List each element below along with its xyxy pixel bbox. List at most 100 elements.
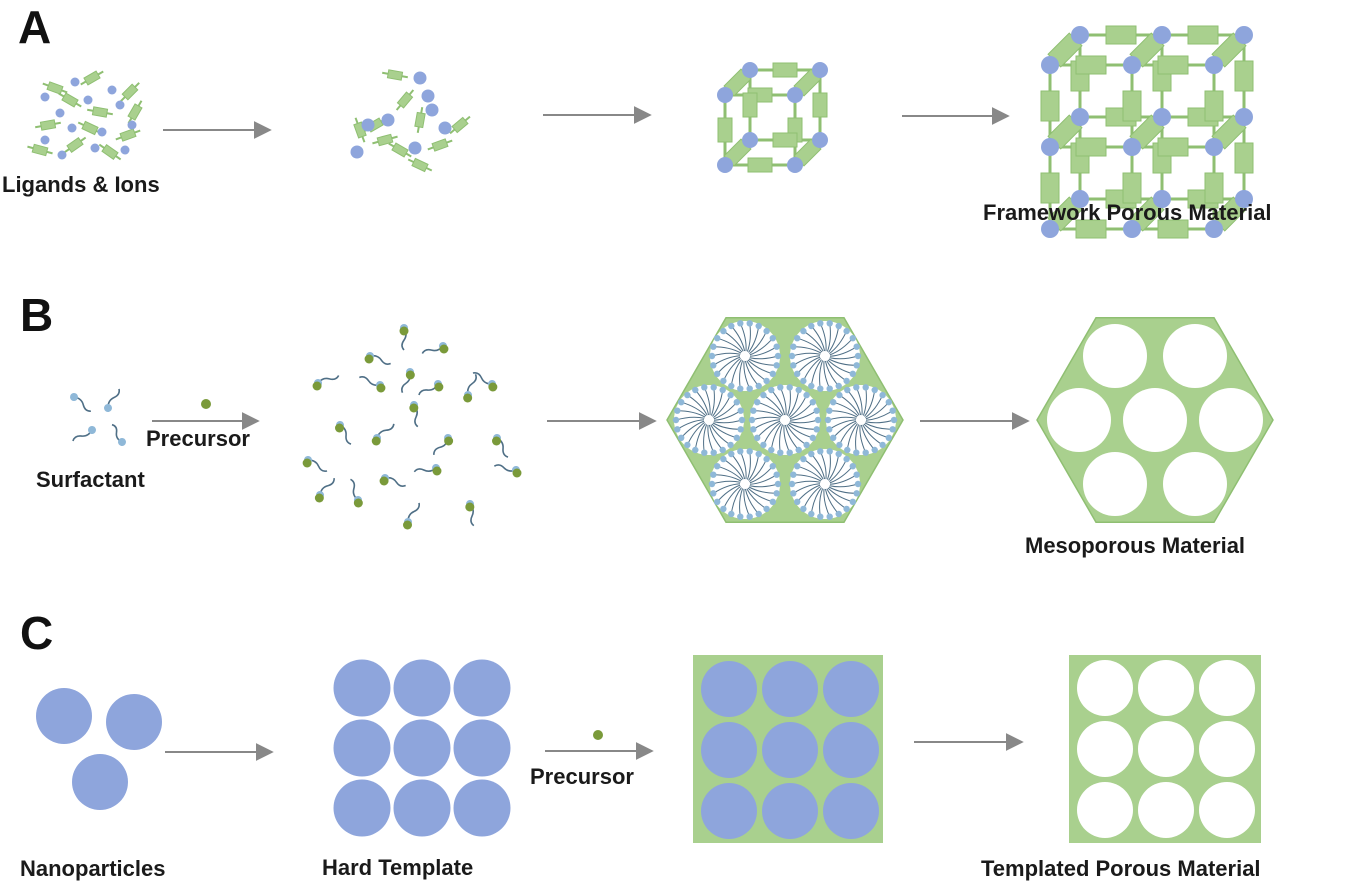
- micelle: [824, 384, 898, 456]
- precursor-particle: [492, 436, 501, 446]
- template-sphere: [453, 659, 511, 717]
- precursor-particle: [201, 399, 211, 409]
- ligand: [414, 107, 426, 133]
- linker: [812, 92, 828, 118]
- template-sphere: [823, 661, 879, 717]
- macropore: [1077, 782, 1133, 838]
- nanoparticle: [72, 754, 128, 810]
- ligand: [115, 128, 141, 142]
- linker: [1204, 90, 1224, 122]
- linker: [1075, 55, 1107, 75]
- ligand: [35, 119, 61, 131]
- ligand: [42, 81, 68, 95]
- metal-ion: [1123, 56, 1141, 74]
- linker: [1105, 25, 1137, 45]
- nanoparticle: [106, 694, 162, 750]
- hard-template-label: Hard Template: [322, 855, 474, 880]
- metal-ion: [742, 62, 758, 78]
- surfactant-label: Surfactant: [36, 467, 145, 492]
- metal-ion: [115, 100, 125, 110]
- surfactant-molecule: [493, 434, 509, 458]
- mesopore: [1123, 388, 1187, 452]
- metal-ion: [787, 87, 803, 103]
- ligand: [77, 120, 103, 136]
- micelle: [748, 384, 822, 456]
- template-sphere: [823, 722, 879, 778]
- precursor-particle: [432, 466, 442, 476]
- metal-ion: [381, 113, 395, 127]
- metal-ion: [55, 108, 65, 118]
- ligand: [127, 100, 143, 124]
- linker: [1157, 55, 1189, 75]
- micelle: [708, 320, 782, 392]
- template-sphere: [393, 719, 451, 777]
- precursor-particle: [335, 423, 344, 433]
- ligands-ions-label: Ligands & Ions: [2, 172, 160, 197]
- metal-ion: [83, 95, 93, 105]
- panel-c-letter: C: [20, 607, 54, 659]
- macropore: [1138, 721, 1194, 777]
- framework-porous-material-label: Framework Porous Material: [983, 200, 1272, 225]
- small-cube-framework: [717, 62, 828, 173]
- precursor-particle: [302, 458, 312, 468]
- ligand: [63, 136, 87, 154]
- macropore: [1138, 782, 1194, 838]
- metal-ion: [1235, 190, 1253, 208]
- metal-ion: [350, 145, 364, 159]
- template-sphere: [333, 719, 391, 777]
- linker: [1187, 25, 1219, 45]
- metal-ion: [1153, 108, 1171, 126]
- metal-ion: [97, 127, 107, 137]
- metal-ion: [1235, 108, 1253, 126]
- metal-ion: [1041, 220, 1059, 238]
- ligand: [372, 133, 398, 147]
- template-sphere: [333, 779, 391, 837]
- ligand: [80, 70, 104, 86]
- nanoparticles-label: Nanoparticles: [20, 856, 166, 881]
- linker: [1234, 142, 1254, 174]
- linker: [1122, 172, 1142, 204]
- surfactant-molecule: [70, 393, 91, 412]
- metal-ion: [425, 103, 439, 117]
- ligands-ions-cluster: [27, 70, 143, 161]
- precursor-label-c: Precursor: [530, 764, 634, 789]
- metal-ion: [107, 85, 117, 95]
- template-sphere: [701, 722, 757, 778]
- metal-ion: [1205, 220, 1223, 238]
- metal-ion: [361, 118, 375, 132]
- linker: [1122, 90, 1142, 122]
- template-sphere: [762, 783, 818, 839]
- metal-ion: [413, 71, 427, 85]
- metal-ion: [90, 143, 100, 153]
- linker: [1075, 137, 1107, 157]
- precursor-particle: [379, 476, 389, 486]
- linker: [747, 157, 773, 173]
- metal-ion: [1153, 26, 1171, 44]
- metal-ion: [70, 77, 80, 87]
- metal-ion: [127, 120, 137, 130]
- panel-b-graphics: [70, 317, 1274, 530]
- micelle: [672, 384, 746, 456]
- metal-ion: [717, 87, 733, 103]
- mesoporous-material-label: Mesoporous Material: [1025, 533, 1246, 558]
- template-sphere: [453, 779, 511, 837]
- metal-ion: [1153, 190, 1171, 208]
- mesopore: [1047, 388, 1111, 452]
- metal-ion: [1071, 190, 1089, 208]
- template-sphere: [823, 783, 879, 839]
- precursor-label-b: Precursor: [146, 426, 250, 451]
- metal-ion: [57, 150, 67, 160]
- filled-template: [693, 655, 883, 843]
- ligand: [388, 142, 412, 158]
- metal-ion: [1041, 56, 1059, 74]
- linker: [742, 92, 758, 118]
- ligand: [98, 143, 122, 161]
- intermediate-assembly: [350, 69, 471, 173]
- ligand: [449, 115, 471, 135]
- linker: [1204, 172, 1224, 204]
- template-sphere: [762, 722, 818, 778]
- precursor-particle: [439, 344, 449, 354]
- linker: [1157, 137, 1189, 157]
- ligand: [395, 89, 415, 111]
